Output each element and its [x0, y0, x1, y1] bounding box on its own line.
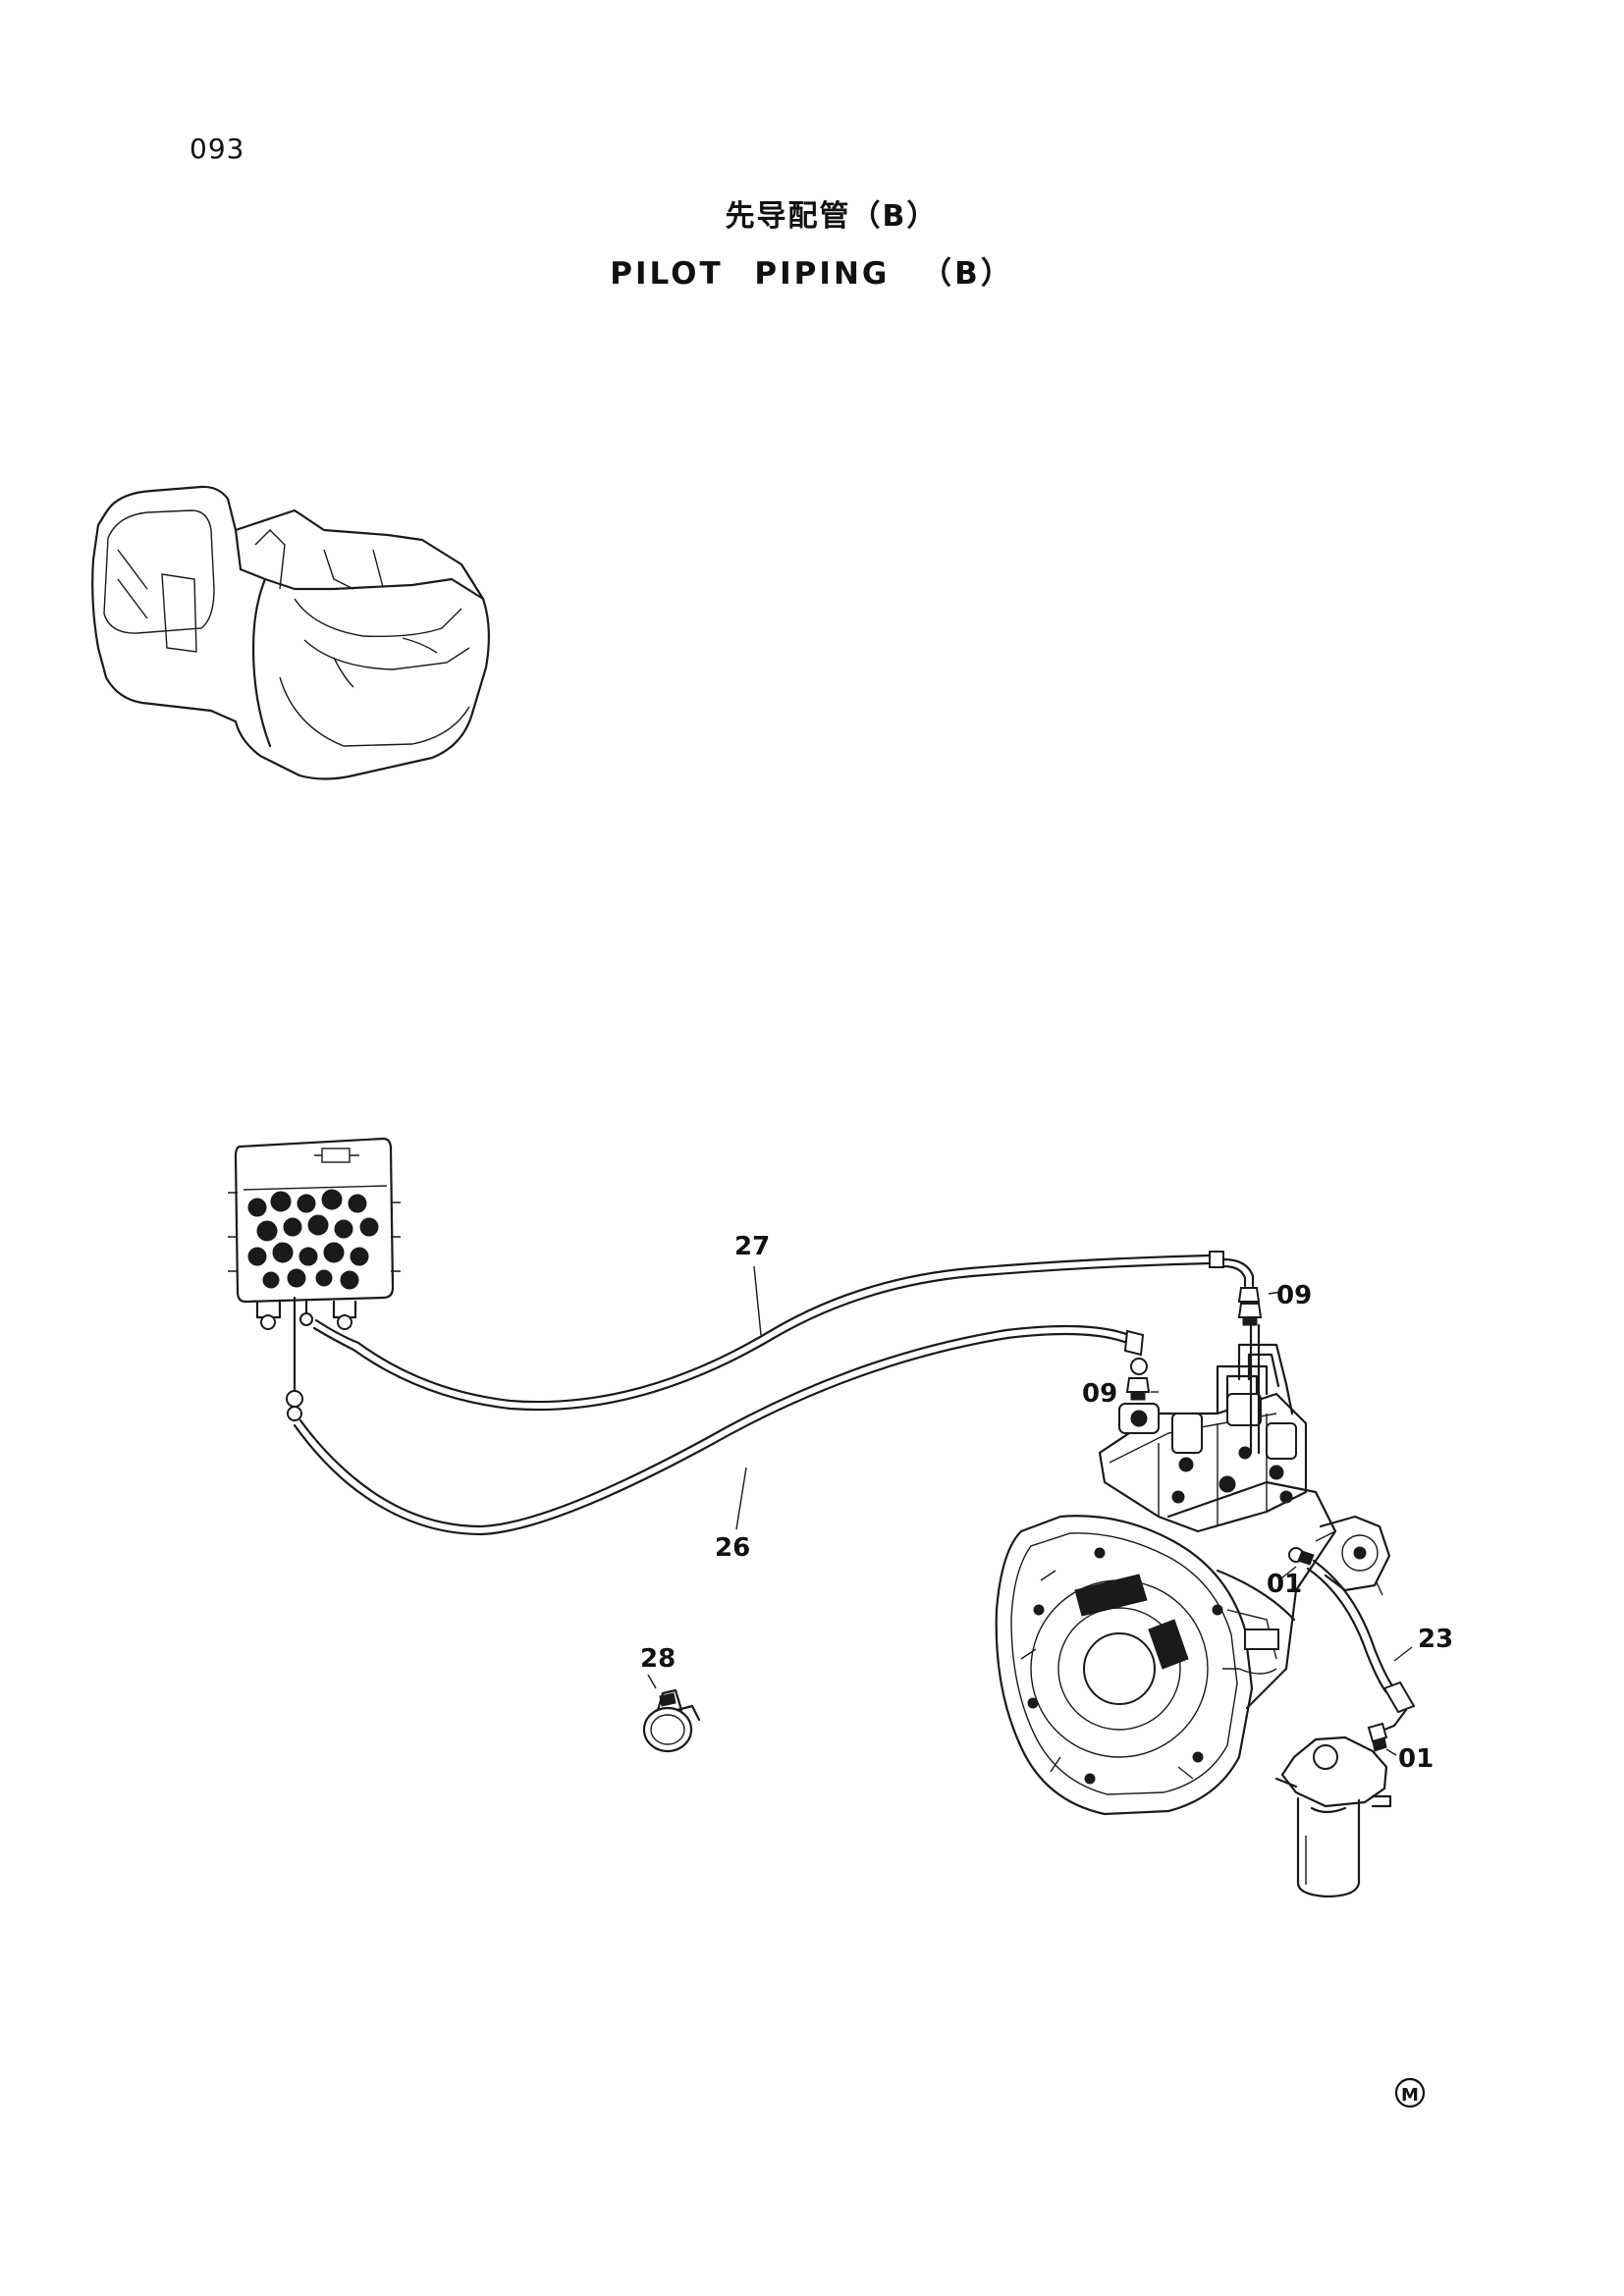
fitting-09-upper: [1237, 1303, 1263, 1326]
page-number: 093: [189, 133, 245, 165]
circled-mark: M: [1394, 2077, 1426, 2109]
hose-26: [293, 1324, 1148, 1536]
hose-27: [312, 1251, 1261, 1412]
excavator-location-sketch: [91, 485, 490, 780]
hose-23: [1288, 1547, 1416, 1734]
fitting-09-lower: [1125, 1377, 1151, 1401]
pilot-valve-block: [228, 1137, 401, 1421]
callout-23: 23: [1418, 1625, 1453, 1654]
callout-26: 26: [715, 1533, 750, 1563]
callout-01-lower: 01: [1398, 1744, 1434, 1774]
fitting-01-lower: [1367, 1722, 1388, 1752]
callout-01-upper: 01: [1267, 1570, 1302, 1599]
callout-09-upper: 09: [1276, 1281, 1312, 1310]
callout-28: 28: [640, 1644, 676, 1674]
title-chinese: 先导配管（B）: [725, 199, 939, 234]
pump-assembly: [995, 1323, 1391, 1816]
title-block: 先导配管（B） PILOT PIPING （B）: [0, 191, 1624, 293]
circled-mark-letter: M: [1401, 2085, 1419, 2106]
leader-lines: [647, 1265, 1413, 1756]
valve-ports: [247, 1189, 379, 1290]
clamp-28: [642, 1688, 701, 1753]
callout-09-lower: 09: [1082, 1379, 1117, 1409]
callout-27: 27: [734, 1232, 770, 1261]
pilot-filter: [1274, 1735, 1392, 1898]
title-english: PILOT PIPING （B）: [610, 256, 1014, 292]
